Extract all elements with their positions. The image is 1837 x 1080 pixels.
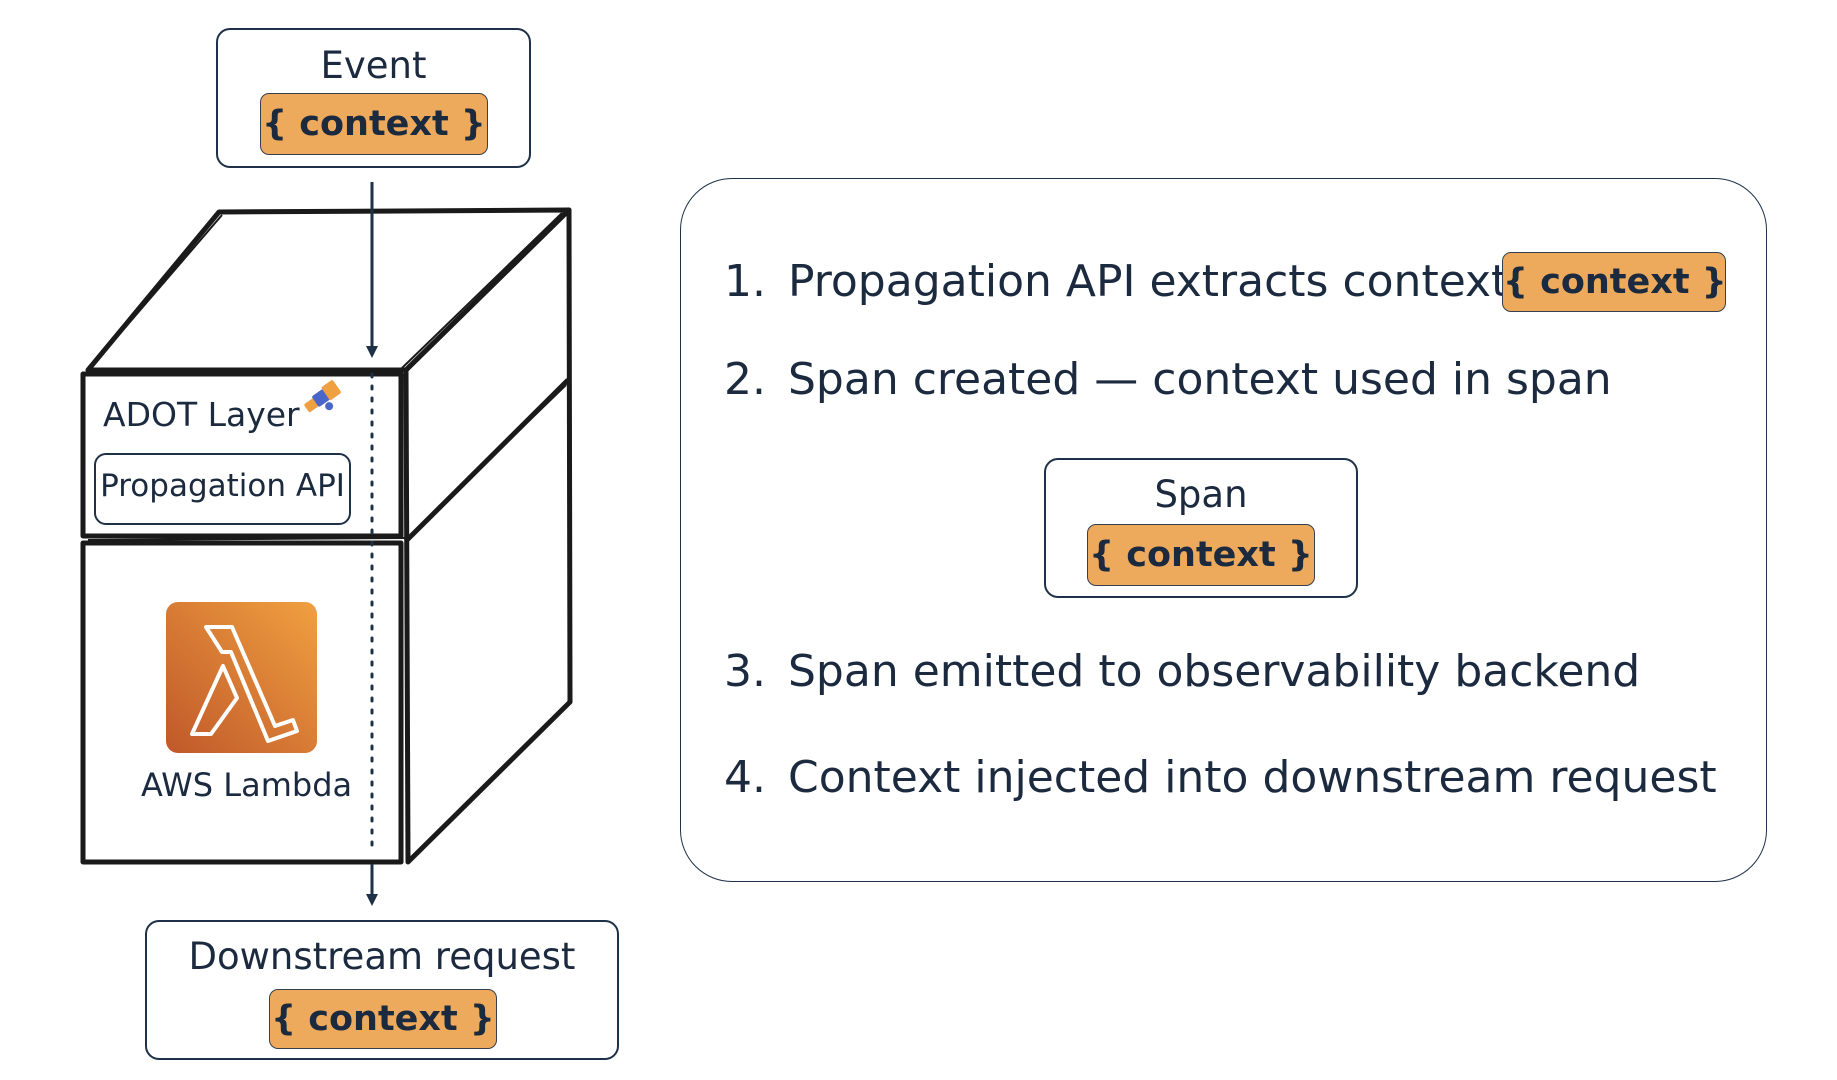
aws-lambda-icon [166,602,317,753]
event-title: Event [320,44,427,87]
telescope-icon [304,380,341,412]
adot-layer-label: ADOT Layer [103,395,300,434]
step-4: 4. Context injected into downstream reque… [724,752,1717,803]
cube-top-face [85,207,572,373]
propagation-api-label: Propagation API [100,468,345,504]
span-title: Span [1154,473,1248,516]
propagation-api-box: Propagation API [94,453,351,525]
step-2-text: Span created — context used in span [788,354,1612,405]
span-context-tag: { context } [1087,524,1315,586]
step-4-text: Context injected into downstream request [788,752,1717,803]
downstream-request-box: Downstream request { context } [145,920,619,1060]
downstream-context-tag: { context } [269,989,497,1049]
step-3: 3. Span emitted to observability backend [724,646,1640,697]
step-1: 1. Propagation API extracts context [724,256,1508,307]
aws-lambda-label: AWS Lambda [141,766,353,804]
step-1-number: 1. [724,256,766,307]
step-2: 2. Span created — context used in span [724,354,1612,405]
step-3-number: 3. [724,646,766,697]
step-1-context-tag: { context } [1502,252,1727,312]
event-context-tag: { context } [260,93,488,155]
cube-front-upper [80,371,404,539]
step-2-number: 2. [724,354,766,405]
cube-right-face [403,207,573,865]
step-1-text: Propagation API extracts context [788,256,1509,307]
cube-front-lower [80,540,404,865]
downstream-title: Downstream request [188,935,576,978]
span-box: Span { context } [1044,458,1358,598]
step-4-number: 4. [724,752,766,803]
step-3-text: Span emitted to observability backend [788,646,1641,697]
event-box: Event { context } [216,28,531,168]
